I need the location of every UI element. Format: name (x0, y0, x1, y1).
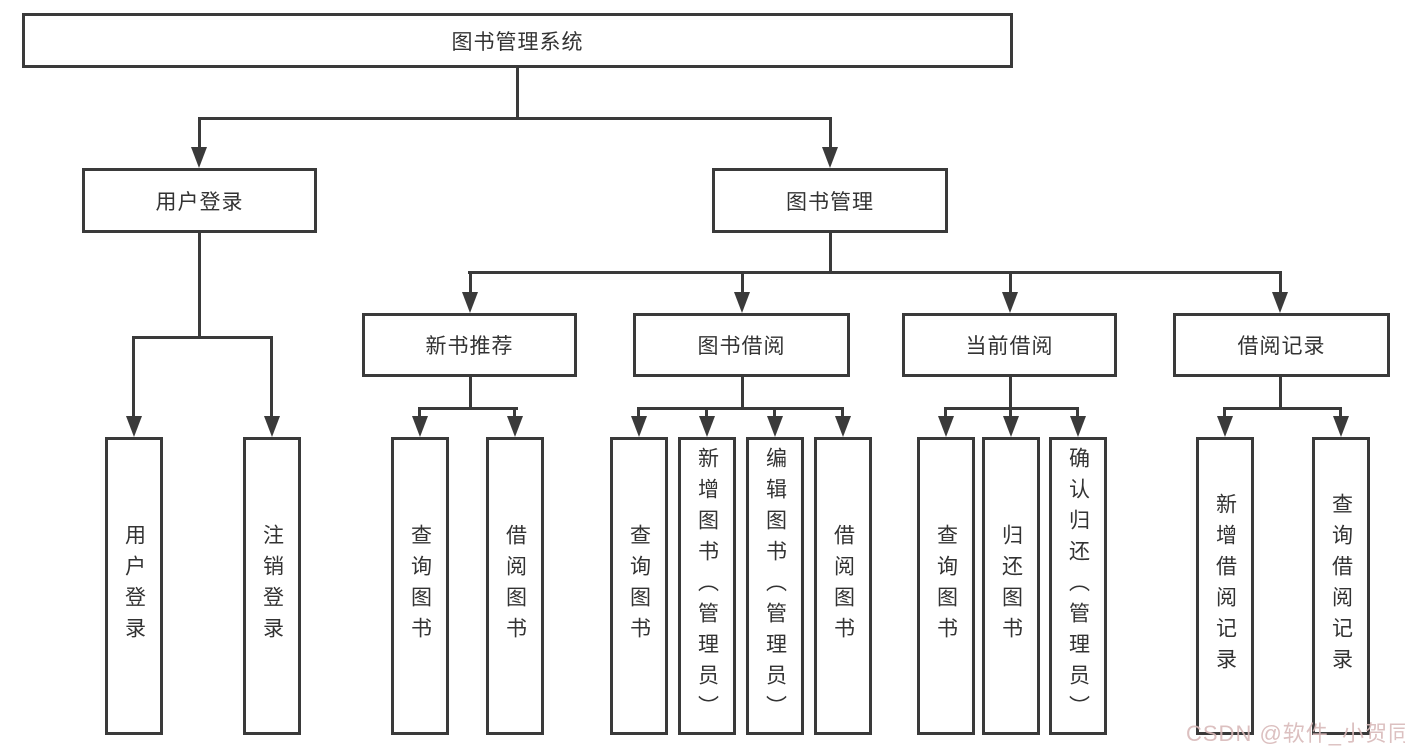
node-book-borrow: 图书借阅 (633, 313, 850, 377)
arrow-down-icon (1217, 416, 1233, 437)
connector-line (418, 407, 518, 410)
connector-line (637, 407, 844, 410)
arrow-down-icon (191, 147, 207, 168)
arrow-down-icon (822, 147, 838, 168)
arrow-down-icon (412, 416, 428, 437)
connector-line (1223, 407, 1226, 419)
leaf-label: 查询图书 (934, 524, 958, 648)
node-label: 当前借阅 (965, 335, 1054, 358)
node-book-management: 图书管理 (712, 168, 948, 233)
arrow-down-icon (767, 416, 783, 437)
arrow-down-icon (462, 292, 478, 313)
connector-line (1279, 377, 1282, 407)
arrow-down-icon (631, 416, 647, 437)
node-label: 图书管理系统 (451, 30, 584, 54)
arrow-down-icon (1333, 416, 1349, 437)
connector-line (198, 117, 201, 148)
connector-line (198, 233, 201, 336)
connector-line (829, 233, 832, 271)
leaf-label: 查询图书 (408, 524, 432, 648)
node-label: 借阅记录 (1237, 335, 1326, 358)
connector-line (1009, 377, 1012, 407)
leaf-user-login: 用户登录 (105, 437, 163, 735)
node-user-login: 用户登录 (82, 168, 317, 233)
leaf-logout: 注销登录 (243, 437, 301, 735)
arrow-down-icon (126, 416, 142, 437)
leaf-label: 查询图书 (627, 524, 651, 648)
arrow-down-icon (734, 292, 750, 313)
connector-line (132, 336, 135, 416)
connector-line (1076, 407, 1079, 419)
connector-line (1279, 271, 1282, 293)
arrow-down-icon (699, 416, 715, 437)
node-borrow-record: 借阅记录 (1173, 313, 1390, 377)
leaf-recommend-borrow-book: 借阅图书 (486, 437, 544, 735)
connector-line (469, 271, 472, 293)
arrow-down-icon (507, 416, 523, 437)
leaf-label: 归还图书 (999, 524, 1023, 648)
node-current-borrow: 当前借阅 (902, 313, 1117, 377)
node-label: 图书管理 (786, 190, 874, 214)
leaf-borrow-query-book: 查询图书 (610, 437, 668, 735)
leaf-current-query-book: 查询图书 (917, 437, 975, 735)
leaf-label: 新增图书（管理员） (695, 446, 719, 726)
node-label: 用户登录 (155, 190, 244, 214)
leaf-label: 借阅图书 (831, 524, 855, 648)
connector-line (132, 336, 273, 339)
connector-line (741, 271, 744, 293)
connector-line (1223, 407, 1342, 410)
leaf-edit-book-admin: 编辑图书（管理员） (746, 437, 804, 735)
connector-line (1009, 271, 1012, 293)
watermark: CSDN @软件_小贺同学 (1186, 721, 1405, 746)
leaf-label: 用户登录 (122, 524, 146, 648)
leaf-label: 确认归还（管理员） (1066, 446, 1090, 726)
leaf-label: 借阅图书 (503, 524, 527, 648)
leaf-query-borrow-record: 查询借阅记录 (1312, 437, 1370, 735)
connector-line (841, 407, 844, 419)
arrow-down-icon (264, 416, 280, 437)
leaf-add-borrow-record: 新增借阅记录 (1196, 437, 1254, 735)
arrow-down-icon (1272, 292, 1288, 313)
connector-line (198, 117, 832, 120)
node-new-book-recommend: 新书推荐 (362, 313, 577, 377)
leaf-recommend-query-book: 查询图书 (391, 437, 449, 735)
connector-line (516, 68, 519, 117)
connector-line (1009, 407, 1012, 419)
connector-line (637, 407, 640, 419)
node-label: 图书借阅 (697, 335, 786, 358)
connector-line (705, 407, 708, 419)
connector-line (829, 117, 832, 148)
arrow-down-icon (938, 416, 954, 437)
leaf-label: 查询借阅记录 (1329, 493, 1353, 679)
connector-line (418, 407, 421, 419)
arrow-down-icon (1002, 292, 1018, 313)
connector-line (469, 377, 472, 407)
connector-line (270, 336, 273, 416)
connector-line (513, 407, 516, 419)
node-label: 新书推荐 (425, 335, 514, 358)
leaf-confirm-return-admin: 确认归还（管理员） (1049, 437, 1107, 735)
connector-line (468, 271, 1282, 274)
connector-line (1339, 407, 1342, 419)
leaf-label: 注销登录 (260, 524, 284, 648)
leaf-return-book: 归还图书 (982, 437, 1040, 735)
connector-line (741, 377, 744, 407)
leaf-borrow-book: 借阅图书 (814, 437, 872, 735)
leaf-label: 编辑图书（管理员） (763, 446, 787, 726)
arrow-down-icon (835, 416, 851, 437)
leaf-add-book-admin: 新增图书（管理员） (678, 437, 736, 735)
leaf-label: 新增借阅记录 (1213, 493, 1237, 679)
arrow-down-icon (1003, 416, 1019, 437)
connector-line (773, 407, 776, 419)
node-root-library-management-system: 图书管理系统 (22, 13, 1013, 68)
connector-line (944, 407, 947, 419)
arrow-down-icon (1070, 416, 1086, 437)
